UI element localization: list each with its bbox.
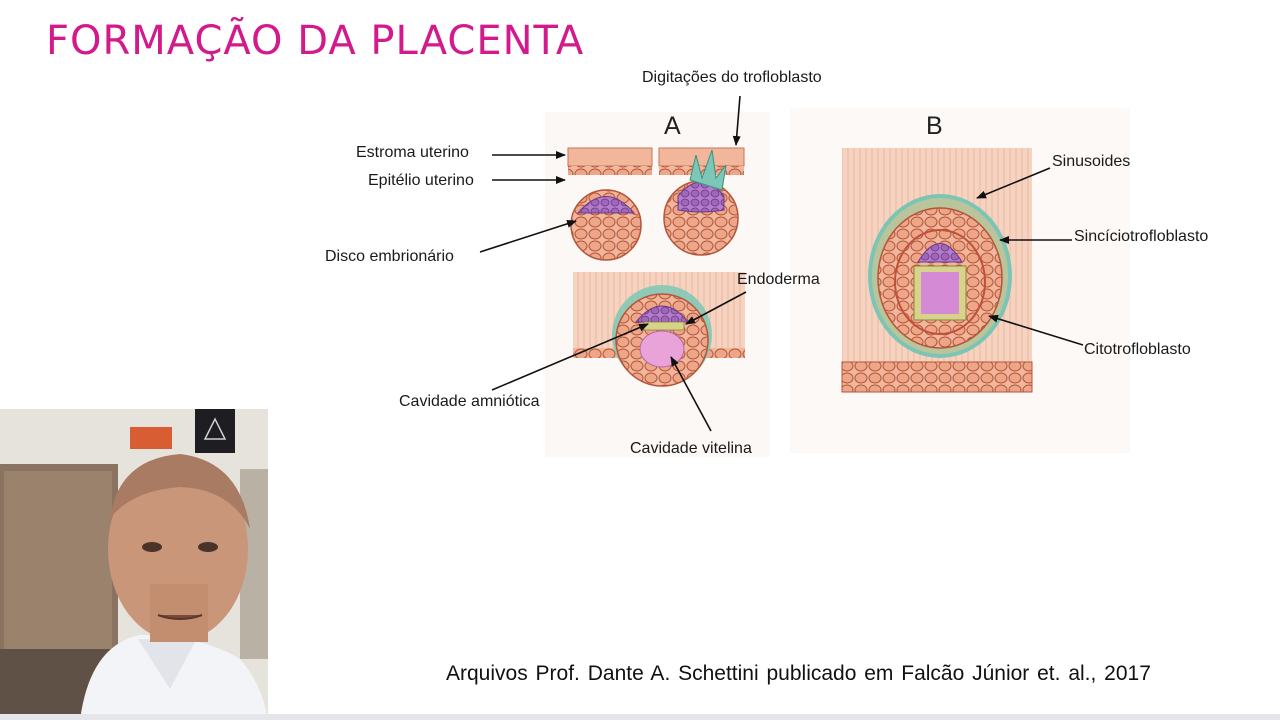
uterine-strip-right	[658, 147, 745, 175]
label-endoderma: Endoderma	[737, 271, 820, 288]
label-cav-amniotica: Cavidade amniótica	[399, 393, 540, 410]
source-credit: Arquivos Prof. Dante A. Schettini public…	[446, 662, 1151, 685]
webcam-overlay	[0, 409, 268, 720]
panel-a-letter: A	[664, 112, 681, 140]
pointer-arrows	[479, 95, 1084, 432]
slide-title: FORMAÇÃO DA PLACENTA	[46, 18, 585, 64]
arrow-endoderma	[685, 291, 747, 325]
label-cav-vitelina: Cavidade vitelina	[630, 440, 752, 457]
label-sincicio: Sincíciotrofloblasto	[1074, 228, 1209, 245]
label-digitacoes: Digitações do trofloblasto	[642, 69, 822, 86]
label-estroma: Estroma uterino	[356, 144, 469, 161]
placenta-section	[841, 148, 1033, 393]
arrow-digitacoes	[732, 95, 741, 146]
arrow-citotrof	[988, 314, 1084, 346]
arrow-cav-amniotica	[491, 323, 649, 391]
bottom-strip	[0, 714, 1280, 720]
yolk-sac-cavity	[639, 330, 685, 368]
blastocyst-free	[570, 189, 642, 261]
panel-b-letter: B	[926, 112, 943, 140]
label-sinusoides: Sinusoides	[1052, 153, 1131, 170]
implanted-embryo	[573, 272, 745, 387]
presenter-video	[0, 409, 268, 720]
arrow-cav-vitelina	[670, 356, 712, 432]
label-disco: Disco embrionário	[325, 248, 454, 265]
arrow-disco	[479, 219, 577, 253]
uterine-strip-left	[567, 147, 653, 175]
blastocyst-implanting	[663, 149, 739, 256]
label-epitelio: Epitélio uterino	[368, 172, 474, 189]
label-citotrof: Citotrofloblasto	[1084, 341, 1191, 358]
arrow-sinusoides	[976, 167, 1051, 199]
